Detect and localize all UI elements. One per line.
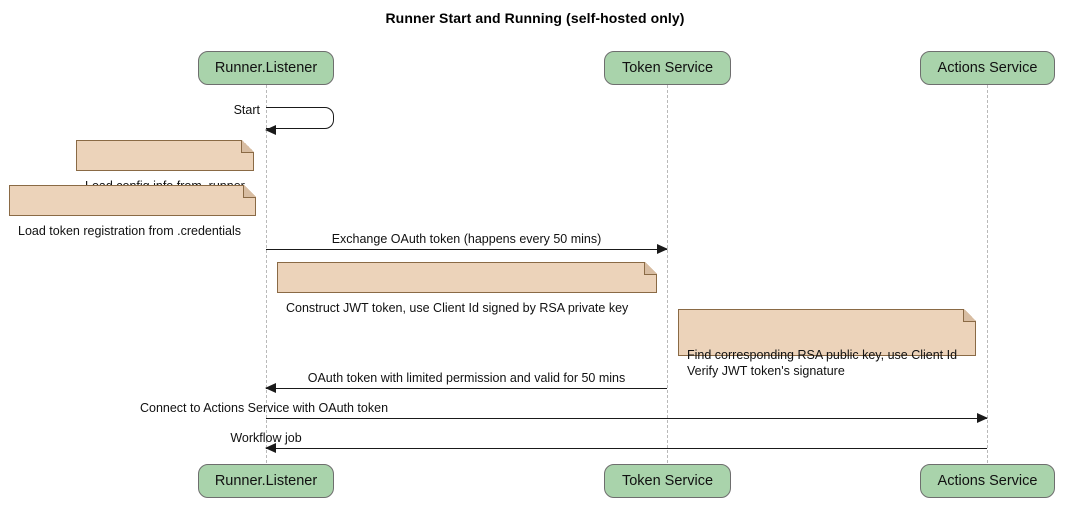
note-text: Construct JWT token, use Client Id signe… (286, 301, 629, 315)
lifeline-runner (266, 85, 267, 463)
arrowhead-right-icon (977, 412, 988, 423)
participant-label: Token Service (621, 60, 714, 76)
note-load-token-registration: Load token registration from .credential… (9, 185, 256, 238)
arrowhead-left-icon (265, 382, 276, 393)
participant-label: Actions Service (937, 60, 1038, 76)
note-text: Load token registration from .credential… (18, 224, 242, 238)
arrowhead-left-icon (265, 442, 276, 453)
participant-token-top[interactable]: Token Service (604, 51, 731, 85)
note-construct-jwt: Construct JWT token, use Client Id signe… (277, 262, 657, 315)
note-fold-icon (241, 140, 254, 153)
lifeline-token (667, 85, 668, 463)
message-label: OAuth token with limited permission and … (307, 371, 626, 385)
participant-runner-top[interactable]: Runner.Listener (198, 51, 334, 85)
self-message-start-label: Start (233, 103, 260, 117)
note-fold-icon (963, 309, 976, 322)
message-label: Connect to Actions Service with OAuth to… (139, 401, 389, 415)
note-fold-icon (644, 262, 657, 275)
participant-label: Actions Service (937, 473, 1038, 489)
note-fold-icon (243, 185, 256, 198)
participant-token-bottom[interactable]: Token Service (604, 464, 731, 498)
message-line (266, 388, 667, 389)
message-line (266, 448, 987, 449)
message-line (266, 418, 987, 419)
note-verify-jwt: Find corresponding RSA public key, use C… (678, 309, 976, 378)
arrowhead-left-icon (265, 124, 276, 135)
message-label: Workflow job (230, 431, 302, 445)
self-message-start[interactable] (265, 107, 334, 135)
participant-label: Runner.Listener (214, 473, 318, 489)
participant-actions-bottom[interactable]: Actions Service (920, 464, 1055, 498)
lifeline-actions (987, 85, 988, 463)
participant-actions-top[interactable]: Actions Service (920, 51, 1055, 85)
page-title: Runner Start and Running (self-hosted on… (385, 10, 685, 26)
message-label: Exchange OAuth token (happens every 50 m… (331, 232, 602, 246)
self-message-loop (266, 107, 334, 129)
message-line (266, 249, 667, 250)
arrowhead-right-icon (657, 243, 668, 254)
note-text: Find corresponding RSA public key, use C… (687, 348, 958, 378)
participant-label: Token Service (621, 473, 714, 489)
participant-runner-bottom[interactable]: Runner.Listener (198, 464, 334, 498)
participant-label: Runner.Listener (214, 60, 318, 76)
note-load-config: Load config info from .runner (76, 140, 254, 193)
